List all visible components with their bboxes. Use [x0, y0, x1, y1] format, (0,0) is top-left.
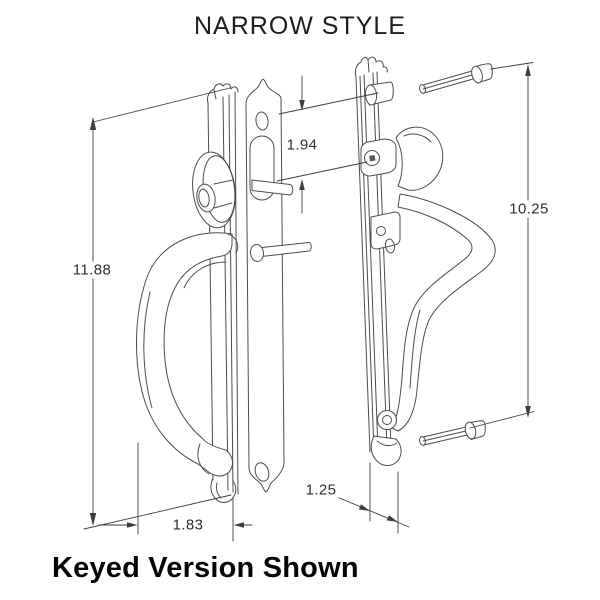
dimension-label-overall-height: 11.88	[70, 261, 114, 279]
dim-overall-height	[83, 87, 232, 530]
handle-profile-drawing	[370, 193, 496, 467]
key-cylinder-drawing	[364, 81, 394, 106]
thumbturn-knob-drawing	[192, 151, 236, 229]
dim-cylinder-to-spindle	[276, 75, 379, 214]
mounting-screw-bottom-icon	[419, 420, 486, 446]
bottom-boss	[377, 410, 397, 430]
bottom-screw-hole	[254, 462, 270, 482]
dimension-label-cylinder-to-spindle: 1.94	[284, 136, 320, 154]
spindle-hub-drawing	[360, 138, 397, 177]
dimension-lines	[83, 62, 535, 542]
diagram-title: NARROW STYLE	[193, 12, 407, 40]
latch-block-drawing	[370, 211, 401, 254]
dim-screw-spacing	[469, 62, 535, 429]
cylinder-slot	[249, 135, 275, 201]
dimension-label-bottom-depth: 1.25	[303, 481, 339, 499]
edge-plate-top-cap	[354, 56, 388, 78]
mounting-post-head	[249, 244, 265, 262]
trim-plate-foot	[210, 477, 237, 504]
spindle-rod	[251, 179, 294, 196]
top-screw-hole	[255, 111, 269, 131]
back-plate-drawing	[245, 78, 312, 493]
trim-plate-top-cap	[207, 83, 239, 104]
dimension-label-handle-projection: 1.83	[170, 516, 206, 534]
edge-plate-foot	[370, 435, 402, 467]
dim-handle-projection	[98, 442, 253, 542]
mounting-screw-top-icon	[419, 63, 493, 94]
trim-plate-drawing	[207, 83, 239, 504]
edge-plate-lines	[354, 56, 392, 453]
caption-text: Keyed Version Shown	[52, 552, 359, 584]
pull-handle-drawing	[136, 232, 239, 477]
front-view-drawing	[136, 78, 312, 504]
knob-profile-drawing	[395, 126, 444, 191]
edge-view-drawing	[354, 56, 496, 467]
dimension-label-screw-spacing: 10.25	[507, 200, 551, 218]
dim-bottom-depth	[336, 462, 410, 534]
mounting-post	[261, 242, 312, 257]
